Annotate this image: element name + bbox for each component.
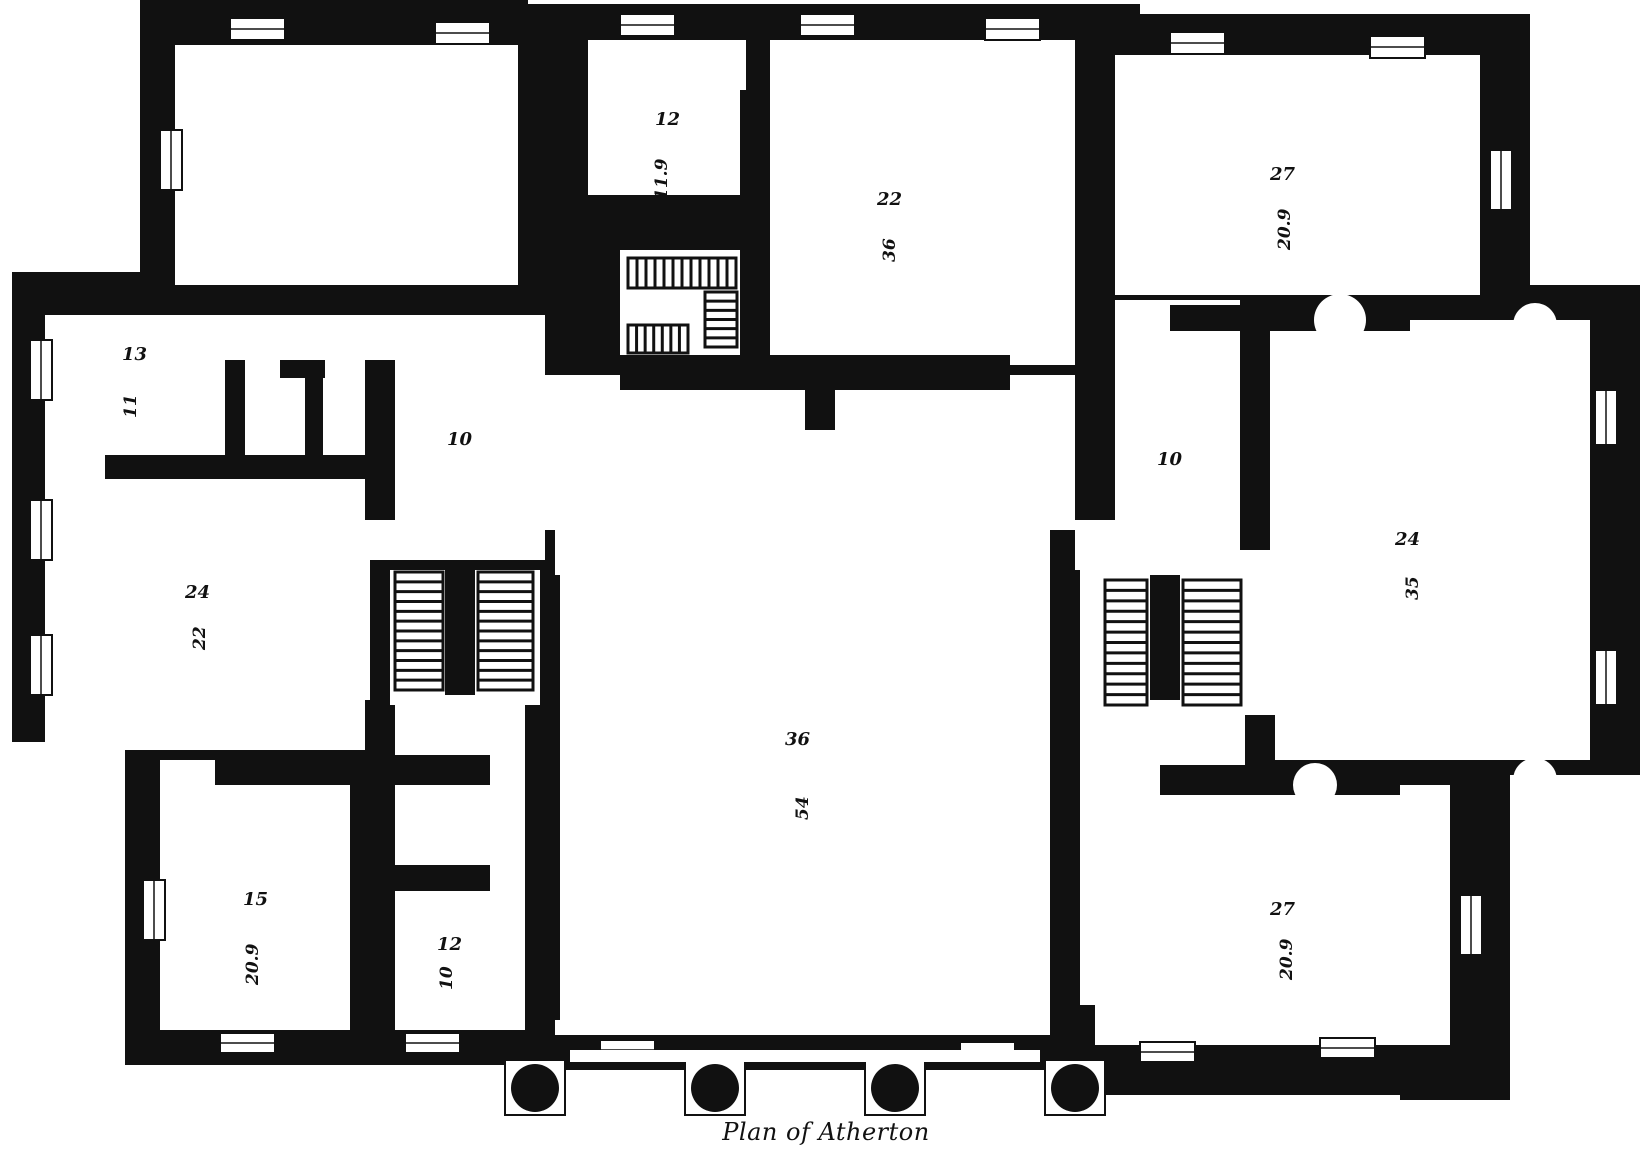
label-nw-small-13: 13: [122, 344, 147, 365]
sw-closet: [395, 695, 525, 1030]
label-nw-small-11: 11: [121, 394, 141, 418]
great-hall: [555, 525, 1050, 1035]
partitions: [105, 90, 1410, 1055]
niches: [622, 294, 1557, 807]
se-room: [1080, 785, 1450, 1045]
label-e-room-width: 24: [1394, 529, 1420, 550]
label-hall-width: 36: [785, 729, 811, 750]
label-e-room-length: 35: [1403, 576, 1423, 600]
label-w-passage-10: 10: [447, 429, 473, 450]
label-n-centre-length: 36: [880, 238, 900, 262]
label-sw-closet-10: 10: [437, 966, 457, 990]
plan-caption: Plan of Atherton: [722, 1118, 930, 1146]
label-se-width: 27: [1269, 899, 1296, 920]
label-w-room-length: 22: [190, 626, 210, 651]
staircase-north: [625, 255, 740, 355]
label-e-passage-10: 10: [1157, 449, 1183, 470]
n-centre-room: [770, 40, 1075, 365]
label-ne-width: 27: [1269, 164, 1296, 185]
nw-room: [175, 45, 518, 285]
ne-room: [1115, 55, 1480, 295]
label-n-stair-width: 12: [655, 109, 680, 130]
label-n-stair-length: 11.9: [652, 158, 672, 200]
label-w-room-width: 24: [184, 582, 210, 603]
label-ne-length: 20.9: [1275, 208, 1295, 251]
room-interiors: [45, 40, 1590, 1045]
label-n-centre-width: 22: [876, 189, 902, 210]
staircase-east: [1080, 575, 1250, 710]
label-sw-length: 20.9: [243, 943, 263, 986]
sw-room: [160, 760, 350, 1030]
room-dimension-labels: 13 11 10 12 11.9 22 36 27 20.9 10 24 35 …: [121, 109, 1423, 990]
w-room: [45, 460, 370, 750]
portico: [504, 1050, 1106, 1116]
n-stair-room: [588, 40, 746, 195]
label-se-length: 20.9: [1277, 938, 1297, 981]
label-sw-closet-12: 12: [437, 934, 462, 955]
staircase-west: [390, 570, 540, 705]
label-sw-width: 15: [243, 889, 268, 910]
e-room: [1270, 320, 1590, 760]
label-hall-length: 54: [793, 796, 813, 820]
windows: [29, 13, 1618, 1063]
